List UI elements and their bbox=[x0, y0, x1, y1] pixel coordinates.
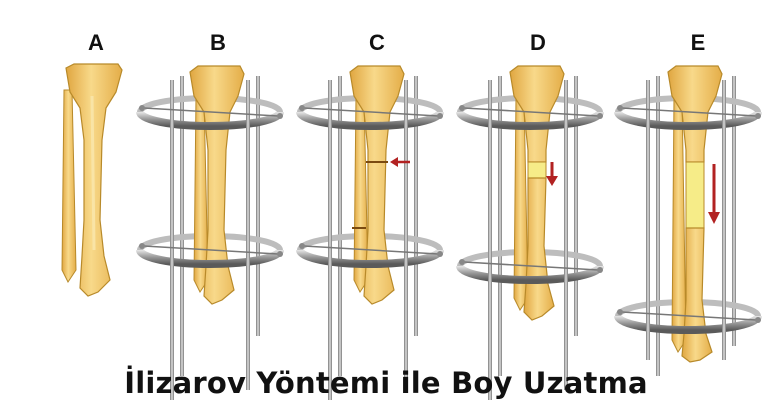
panel-letter-b: B bbox=[210, 30, 226, 55]
lengthening-arrow-icon bbox=[708, 164, 720, 224]
panel-a-bone bbox=[62, 64, 122, 296]
panel-letter-e: E bbox=[691, 30, 706, 55]
panel-c-frame bbox=[299, 66, 443, 400]
caption-title: İlizarov Yöntemi ile Boy Uzatma bbox=[0, 366, 772, 400]
distraction-arrow-icon bbox=[546, 162, 558, 186]
panel-b-frame bbox=[139, 66, 283, 400]
panel-letter-a: A bbox=[88, 30, 104, 55]
panel-letter-c: C bbox=[369, 30, 385, 55]
panel-letter-d: D bbox=[530, 30, 546, 55]
panel-d-frame bbox=[459, 66, 603, 400]
panel-e-frame bbox=[617, 66, 761, 376]
